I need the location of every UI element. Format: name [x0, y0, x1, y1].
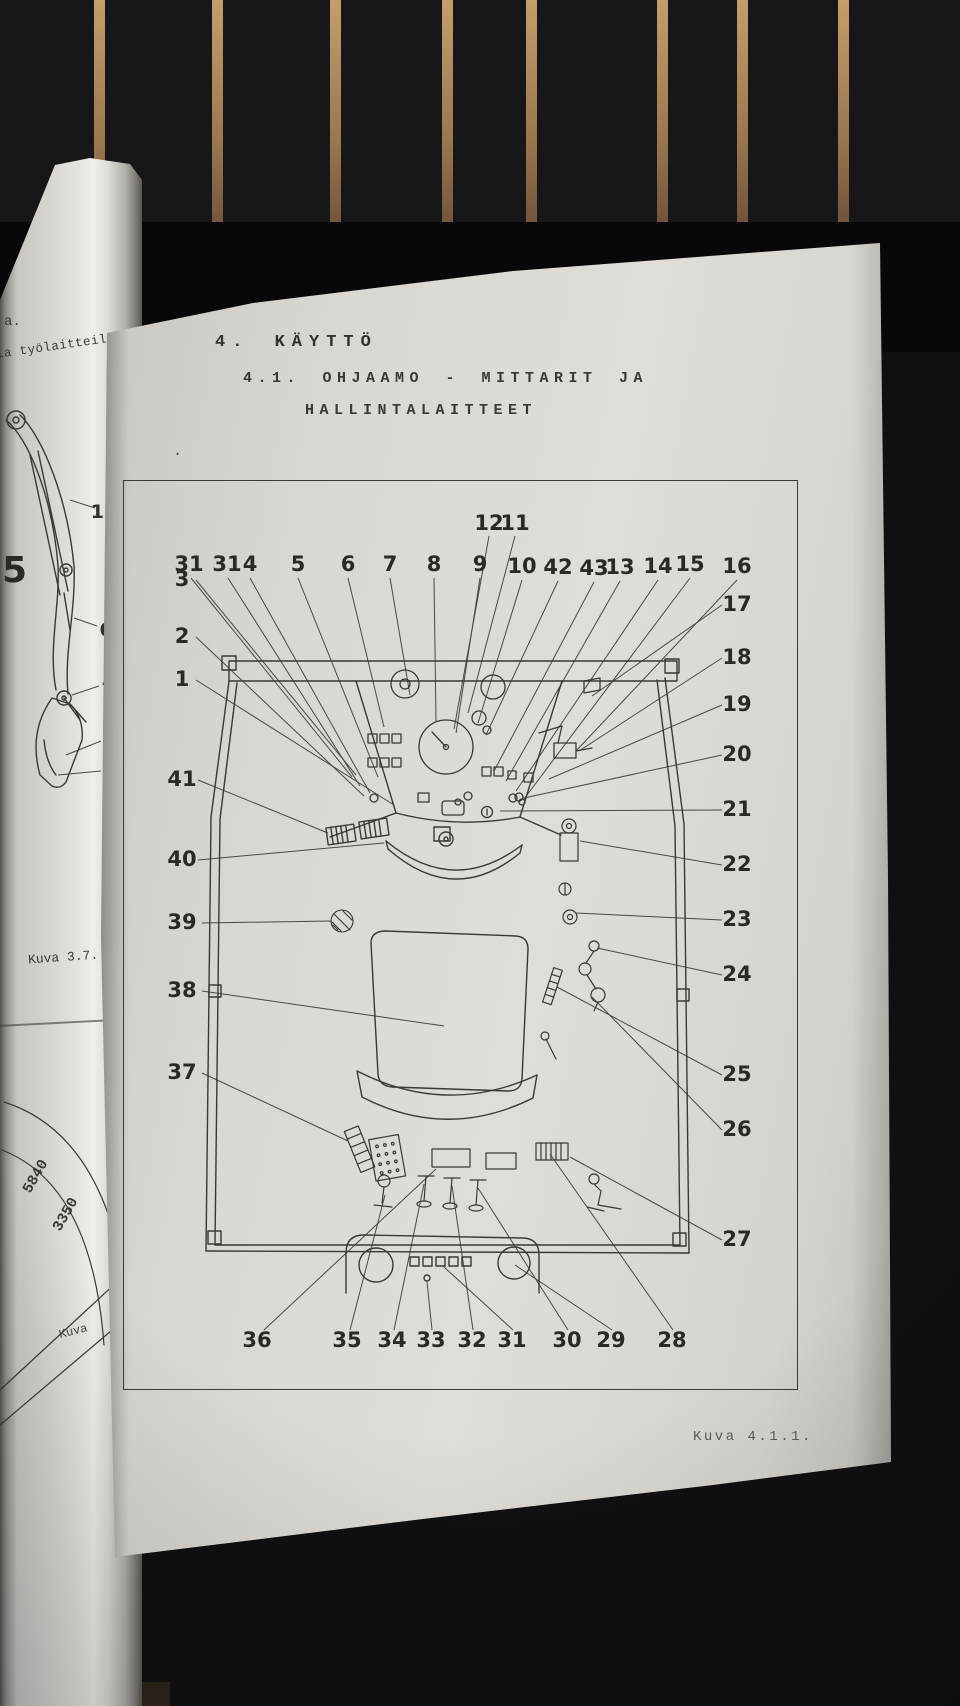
- arm-drawing: [5, 410, 87, 789]
- callout-label: 41: [167, 767, 196, 791]
- callout-label: 27: [722, 1227, 751, 1251]
- callout-label: 5: [2, 550, 27, 591]
- pedals: [343, 1125, 407, 1182]
- lever-bank: [373, 1173, 622, 1212]
- shelf-slat: [212, 0, 223, 236]
- callout-label: 35: [332, 1328, 361, 1352]
- callout-label: 25: [722, 1062, 751, 1086]
- callout-label: 19: [722, 692, 751, 716]
- callout-label: 36: [242, 1328, 271, 1352]
- manual-page: 4. KÄYTTÖ 4.1. OHJAAMO - MITTARIT JA HAL…: [101, 243, 891, 1557]
- callout-label: 9: [473, 552, 488, 576]
- callout-label: 3: [175, 567, 190, 591]
- callout-label: 17: [722, 592, 751, 616]
- steering-wheel: [325, 817, 523, 880]
- left-page-bottom-caption: Kuva: [58, 1321, 89, 1342]
- callout-label: 12: [474, 511, 503, 535]
- callout-label: 34: [377, 1328, 406, 1352]
- subsection-number: 4.1.: [243, 370, 302, 387]
- callout-label: 15: [675, 552, 704, 576]
- callout-label: 7: [383, 552, 398, 576]
- figure-frame: 12 11 31 31 4 5 6 7 8 9 10 42 43 13 14 1…: [123, 480, 798, 1390]
- figure-caption: Kuva 4.1.1.: [693, 1429, 813, 1445]
- callout-label: 40: [167, 847, 196, 871]
- left-page-figure-caption: Kuva 3.7.: [27, 947, 99, 968]
- callout-label: 20: [722, 742, 751, 766]
- shelf-slat: [737, 0, 748, 228]
- callout-label: 26: [722, 1117, 751, 1141]
- callout-label: 16: [722, 554, 751, 578]
- callout-label: 32: [457, 1328, 486, 1352]
- callout-label: 31: [497, 1328, 526, 1352]
- callout-label: 31: [174, 552, 203, 576]
- stray-mark: .: [173, 443, 183, 460]
- callout-label: 21: [722, 797, 751, 821]
- callout-label: 2: [175, 624, 190, 648]
- callout-label: 14: [643, 554, 672, 578]
- callout-label: 31: [212, 552, 241, 576]
- bottom-console: [345, 1234, 540, 1294]
- driver-seat: [356, 930, 538, 1120]
- shelf-slat: [526, 0, 537, 231]
- callout-lines: [190, 535, 738, 1331]
- callout-label: 38: [167, 978, 196, 1002]
- previous-figure-border: [0, 1019, 112, 1027]
- shelf-slat: [442, 0, 453, 232]
- callout-label: 10: [507, 554, 536, 578]
- instrument-cluster: [367, 669, 601, 819]
- callout-label: 6: [341, 552, 356, 576]
- callout-label: 1: [175, 667, 190, 691]
- subsection-title: OHJAAMO - MITTARIT JA: [322, 370, 649, 387]
- callout-label: 22: [722, 852, 751, 876]
- callout-label: 30: [552, 1328, 581, 1352]
- shelf-slat: [94, 0, 105, 238]
- cab-diagram: 12 11 31 31 4 5 6 7 8 9 10 42 43 13 14 1…: [167, 511, 751, 1352]
- callout-label: 37: [167, 1060, 196, 1084]
- subsection-heading-line2: HALLINTALAITTEET: [305, 402, 538, 419]
- floor-plates: [431, 1142, 569, 1170]
- callout-label: 29: [596, 1328, 625, 1352]
- callout-labels: 12 11 31 31 4 5 6 7 8 9 10 42 43 13 14 1…: [167, 511, 751, 1352]
- callout-label: 33: [416, 1328, 445, 1352]
- dimension-arc-figure: 5840 3350 Kuva: [0, 1101, 133, 1426]
- arm-leader-lines: [57, 499, 102, 776]
- section-heading: 4. KÄYTTÖ: [215, 333, 378, 352]
- callout-label: 13: [605, 555, 634, 579]
- shelf-slat: [330, 0, 341, 234]
- callout-label: 24: [722, 962, 751, 986]
- callout-label: 28: [657, 1328, 686, 1352]
- hatched-knob: [330, 909, 354, 933]
- callout-label: 43: [579, 556, 608, 580]
- shelf-slat: [838, 0, 849, 226]
- left-page-fragment-a: a.: [4, 314, 21, 330]
- callout-label: 18: [722, 645, 751, 669]
- shelf-slat: [657, 0, 668, 229]
- callout-label: 5: [291, 552, 306, 576]
- callout-label: 4: [243, 552, 258, 576]
- shelf-background: [0, 0, 960, 262]
- section-title: KÄYTTÖ: [274, 333, 378, 352]
- callout-label: 39: [167, 910, 196, 934]
- cab-structure: [205, 655, 690, 1254]
- callout-label: 8: [427, 552, 442, 576]
- callout-label: 42: [543, 555, 572, 579]
- subsection-heading-line1: 4.1. OHJAAMO - MITTARIT JA: [243, 370, 648, 387]
- dimension-label: 5840: [20, 1157, 53, 1197]
- callout-label: 23: [722, 907, 751, 931]
- right-controls: [540, 818, 606, 1060]
- section-number: 4.: [215, 333, 250, 352]
- page-edge-shade: [851, 243, 891, 1557]
- callout-label: 11: [500, 511, 529, 535]
- dimension-label: 3350: [50, 1195, 83, 1235]
